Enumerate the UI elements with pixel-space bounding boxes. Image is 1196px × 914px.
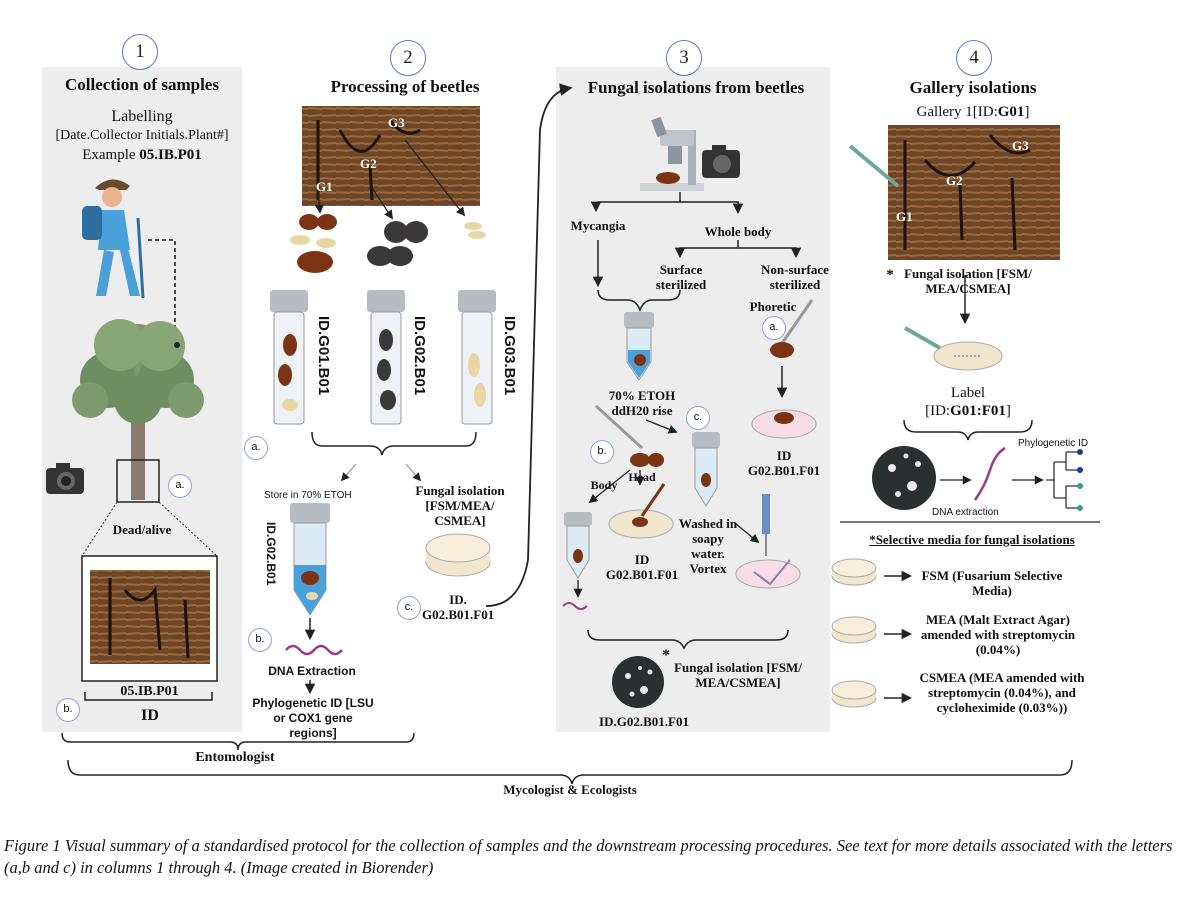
- dead-alive-text: Dead/alive: [112, 522, 172, 537]
- phylogenetic-id-text: Phylogenetic ID: [1018, 438, 1089, 449]
- mycangia-text: Mycangia: [570, 218, 626, 233]
- label-example: Example 05.IB.P01: [42, 146, 242, 164]
- phoretic-text: Phoretic: [749, 299, 797, 314]
- figure-caption: Figure 1 Visual summary of a standardise…: [4, 836, 1173, 877]
- gallery-prefix: Gallery 1[ID:: [916, 104, 998, 120]
- mycologist-label: Mycologist & Ecologists: [503, 782, 637, 797]
- gallery-g2: G2: [360, 156, 377, 171]
- panel-4-g2: G2: [946, 173, 963, 188]
- plate-id-text: ID. G02.B01.F01: [422, 592, 495, 622]
- tube-id-1: ID.G01.B01: [315, 316, 332, 396]
- sample-id-label: ID: [141, 707, 159, 724]
- panel-3-fungal-text: Fungal isolation [FSM/ MEA/CSMEA]: [674, 660, 802, 690]
- panel-3-plate-id: ID.G02.B01.F01: [599, 714, 689, 729]
- panel-3-asterisk: *: [662, 647, 670, 664]
- panel-3-label-c: c.: [686, 406, 710, 430]
- surface-sterilized-text: Surface sterilized: [655, 262, 707, 292]
- selective-media-title: *Selective media for fungal isolations: [869, 532, 1075, 547]
- panel-1-title: Collection of samples: [65, 75, 219, 94]
- dna-extraction-label: DNA extraction: [932, 507, 999, 518]
- id-right-text: ID G02.B01.F01: [747, 448, 821, 478]
- non-surface-sterilized-text: Non-surface sterilized: [761, 262, 829, 292]
- microscope-icon: [640, 116, 704, 191]
- hiker-icon: [82, 179, 145, 299]
- media-mea: MEA (Malt Extract Agar) amended with str…: [920, 612, 1076, 657]
- panel-4-g1: G1: [896, 209, 913, 224]
- store-tube-id: ID.G02.B01: [264, 522, 278, 586]
- camera-icon: [46, 463, 84, 494]
- gallery-label: Gallery 1[ID:G01]: [878, 103, 1068, 121]
- whole-body-text: Whole body: [704, 224, 772, 239]
- tree-icon: [72, 319, 204, 500]
- label-id: [ID:G01:F01]: [898, 403, 1038, 420]
- panel-2-label-b: b.: [248, 628, 272, 652]
- panel-2-label-a: a.: [244, 436, 268, 460]
- label-format: [Date.Collector Initials.Plant#]: [55, 128, 229, 143]
- panel-2-label-c: c.: [397, 596, 421, 620]
- example-code: 05.IB.P01: [139, 147, 202, 163]
- panel-2-title: Processing of beetles: [330, 77, 480, 96]
- step-number-2: 2: [390, 40, 426, 76]
- sample-id-code: 05.IB.P01: [120, 684, 179, 699]
- panel-4-g3: G3: [1012, 138, 1029, 153]
- head-text: Head: [628, 470, 656, 484]
- labelling-heading: Labelling: [111, 108, 173, 125]
- fungal-isolation-text: Fungal isolation [FSM/MEA/ CSMEA]: [415, 483, 505, 528]
- label-word: Label: [950, 385, 986, 401]
- panel-3-label-a: a.: [762, 316, 786, 340]
- panel-4-asterisk: *: [886, 267, 894, 283]
- panel-3-label-b: b.: [590, 440, 614, 464]
- etoh-rinse-text: 70% ETOH ddH20 rise: [608, 388, 676, 418]
- id-left-text: ID G02.B01.F01: [605, 552, 679, 582]
- panel-1-label-b: b.: [56, 698, 80, 722]
- washed-text: Washed in soapy water. Vortex: [678, 516, 738, 576]
- dna-extraction-text: DNA Extraction: [268, 664, 356, 678]
- media-fsm: FSM (Fusarium Selective Media): [921, 568, 1063, 598]
- panel-4-fungal-text: Fungal isolation [FSM/ MEA/CSMEA]: [904, 266, 1032, 296]
- phylogenetic-text: Phylogenetic ID [LSU or COX1 gene region…: [252, 696, 374, 740]
- gallery-code: G01: [997, 104, 1025, 120]
- tube-id-3: ID.G03.B01: [501, 316, 518, 396]
- store-in-etoh: Store in 70% ETOH: [264, 490, 352, 501]
- step-number-3: 3: [666, 40, 702, 76]
- step-number-4: 4: [956, 40, 992, 76]
- panel-4-title: Gallery isolations: [909, 78, 1037, 97]
- beetle-icons: [290, 214, 486, 273]
- panel-3-title: Fungal isolations from beetles: [587, 78, 805, 97]
- panel-1-label-a: a.: [168, 474, 192, 498]
- label-id-code: G01:F01: [950, 403, 1006, 419]
- entomologist-label: Entomologist: [195, 750, 275, 765]
- example-prefix: Example: [82, 147, 140, 163]
- step-number-1: 1: [122, 34, 158, 70]
- camera-icon-2: [702, 145, 740, 178]
- label-id-suffix: ]: [1005, 403, 1011, 419]
- gallery-g1: G1: [316, 179, 333, 194]
- body-text: Body: [590, 478, 618, 492]
- media-csmea: CSMEA (MEA amended with streptomycin (0.…: [919, 670, 1085, 715]
- gallery-g3: G3: [388, 115, 405, 130]
- label-id-prefix: [ID:: [925, 403, 951, 419]
- gallery-suffix: ]: [1024, 104, 1030, 120]
- tube-icons: [270, 290, 496, 425]
- tube-id-2: ID.G02.B01: [411, 316, 428, 396]
